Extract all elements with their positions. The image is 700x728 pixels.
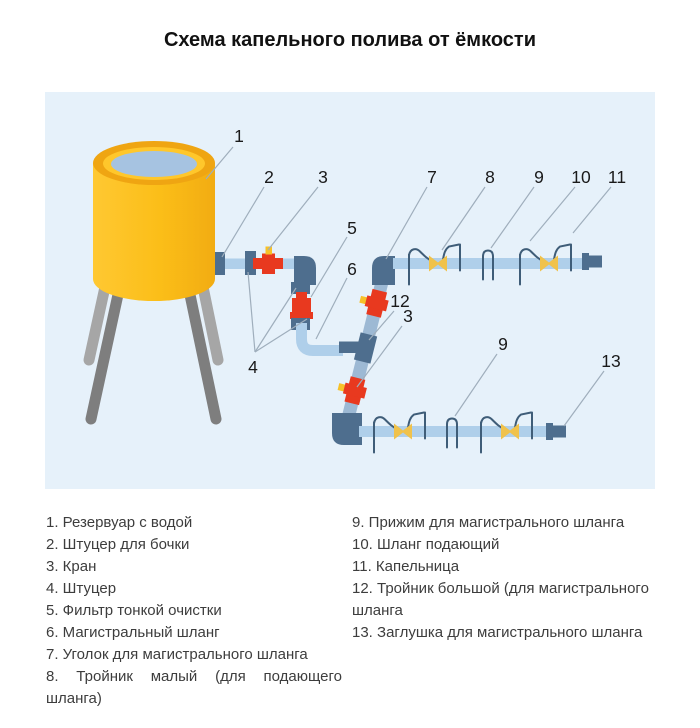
filter-branch bbox=[290, 282, 363, 356]
elbow-down bbox=[294, 256, 316, 285]
callout-5: 5 bbox=[347, 218, 357, 238]
legend-column-right: 9. Прижим для магистрального шланга 10. … bbox=[352, 512, 664, 710]
callout-10: 10 bbox=[571, 167, 591, 187]
legend-item: 5. Фильтр тонкой очистки bbox=[46, 602, 222, 619]
barrel-leg-back-right bbox=[197, 281, 224, 366]
callout-2: 2 bbox=[264, 167, 274, 187]
callout-7: 7 bbox=[427, 167, 437, 187]
end-cap-top bbox=[582, 253, 602, 270]
legend-item: 6. Магистральный шланг bbox=[46, 624, 220, 641]
callout-1: 1 bbox=[234, 126, 244, 146]
legend-item: 4. Штуцер bbox=[46, 580, 117, 597]
magistral-riser bbox=[335, 277, 391, 423]
callout-12: 12 bbox=[390, 291, 409, 311]
legend-item: 7. Уголок для магистрального шланга bbox=[46, 646, 308, 663]
end-cap-bottom bbox=[546, 423, 566, 440]
elbow-bottom bbox=[332, 413, 362, 445]
legend-item: 8. Тройник малый (для подающего шланга) bbox=[46, 668, 342, 707]
callout-9: 9 bbox=[534, 167, 544, 187]
callout-9b: 9 bbox=[498, 334, 508, 354]
callout-3: 3 bbox=[318, 167, 328, 187]
fitting bbox=[245, 251, 256, 275]
diagram-panel: 1 2 3 4 5 6 7 8 9 10 11 12 3 9 13 bbox=[45, 92, 655, 489]
leader-lines bbox=[205, 146, 612, 427]
elbow-top bbox=[372, 256, 395, 285]
barrel-leg-front-left bbox=[85, 284, 125, 425]
tap-handle bbox=[265, 246, 272, 255]
legend-item: 10. Шланг подающий bbox=[352, 536, 500, 553]
big-tee-stub bbox=[339, 341, 363, 353]
callout-4: 4 bbox=[248, 357, 258, 377]
barrel-fitting bbox=[215, 252, 225, 275]
barrel-body bbox=[93, 163, 215, 301]
callout-13: 13 bbox=[601, 351, 620, 371]
main-hose-curve bbox=[296, 323, 343, 356]
legend-item: 11. Капельница bbox=[352, 558, 460, 575]
legend-column-left: 1. Резервуар с водой 2. Штуцер для бочки… bbox=[46, 512, 342, 710]
callout-3b: 3 bbox=[403, 306, 413, 326]
big-tee bbox=[353, 332, 378, 364]
legend: 1. Резервуар с водой 2. Штуцер для бочки… bbox=[0, 512, 700, 710]
callout-11: 11 bbox=[608, 167, 626, 187]
legend-item: 9. Прижим для магистрального шланга bbox=[352, 514, 625, 531]
legend-item: 12. Тройник большой (для магистрального … bbox=[352, 580, 649, 619]
main-hose-bottom bbox=[359, 426, 547, 437]
water-barrel bbox=[93, 141, 215, 301]
legend-item: 13. Заглушка для магистрального шланга bbox=[352, 624, 643, 641]
filter-fitting-top bbox=[291, 282, 310, 294]
fine-filter bbox=[290, 292, 313, 319]
barrel-outlet-line bbox=[215, 246, 316, 285]
main-hose-top bbox=[393, 258, 583, 269]
callout-8: 8 bbox=[485, 167, 495, 187]
legend-item: 1. Резервуар с водой bbox=[46, 514, 193, 531]
legend-item: 3. Кран bbox=[46, 558, 97, 575]
callout-labels: 1 2 3 4 5 6 7 8 9 10 11 12 3 9 13 bbox=[234, 126, 626, 377]
callout-6: 6 bbox=[347, 259, 357, 279]
barrel-legs bbox=[83, 281, 224, 425]
tap-valve bbox=[253, 246, 283, 274]
legend-item: 2. Штуцер для бочки bbox=[46, 536, 190, 553]
water-surface bbox=[111, 151, 197, 177]
page-title: Схема капельного полива от ёмкости bbox=[163, 29, 537, 51]
drip-irrigation-diagram: 1 2 3 4 5 6 7 8 9 10 11 12 3 9 13 bbox=[83, 126, 626, 454]
barrel-leg-front-right bbox=[183, 284, 222, 425]
barrel-leg-back-left bbox=[83, 281, 111, 366]
